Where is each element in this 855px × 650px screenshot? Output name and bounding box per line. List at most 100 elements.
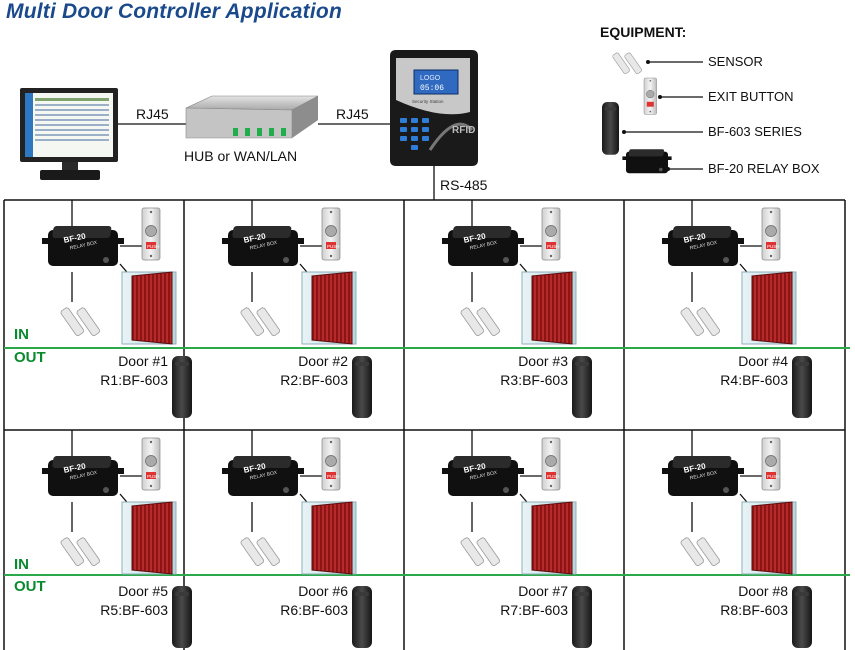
equipment-sensor-label: SENSOR — [708, 54, 763, 69]
relay-box-sublabel: RELAY BOX — [69, 470, 98, 482]
door-icon — [741, 501, 797, 575]
in-label-bottom: IN — [14, 556, 29, 573]
door-reader: R1:BF-603 — [100, 372, 168, 388]
reader-icon — [572, 356, 592, 418]
door-name: Door #8 — [738, 583, 788, 599]
door-reader: R8:BF-603 — [720, 602, 788, 618]
door-icon — [301, 271, 357, 345]
reader-icon — [792, 356, 812, 418]
relay-box-sublabel: RELAY BOX — [689, 470, 718, 482]
equipment-relay-box-label: BF-20 RELAY BOX — [708, 161, 820, 176]
exit-button-icon: PUSH — [761, 207, 781, 261]
reader-icon — [172, 356, 192, 418]
exit-button-label: PUSH — [147, 474, 160, 479]
sensor-icon — [59, 306, 102, 338]
out-label-bottom: OUT — [14, 578, 46, 595]
door-name: Door #2 — [298, 353, 348, 369]
door-name: Door #4 — [738, 353, 788, 369]
page-title: Multi Door Controller Application — [6, 0, 342, 23]
door-label-1: Door #1 R1:BF-603 — [64, 352, 168, 390]
relay-box-sublabel: RELAY BOX — [689, 240, 718, 252]
controller-icon: LOGO 05:06 Security Station RFID — [390, 50, 478, 166]
exit-button-label: PUSH — [547, 474, 560, 479]
exit-button-label: PUSH — [147, 244, 160, 249]
door-label-4: Door #4 R4:BF-603 — [684, 352, 788, 390]
door-icon — [121, 271, 177, 345]
relay-box-sublabel: RELAY BOX — [69, 240, 98, 252]
in-label-top: IN — [14, 326, 29, 343]
door-icon — [301, 501, 357, 575]
exit-button-label: PUSH — [767, 474, 780, 479]
reader-icon — [352, 356, 372, 418]
equipment-exit-button-label: EXIT BUTTON — [708, 89, 794, 104]
door-name: Door #7 — [518, 583, 568, 599]
exit-button-icon — [643, 77, 657, 115]
relay-box-sublabel: RELAY BOX — [249, 240, 278, 252]
equipment-reader-label: BF-603 SERIES — [708, 124, 802, 139]
exit-button-icon: PUSH — [141, 437, 161, 491]
door-icon — [121, 501, 177, 575]
door-icon — [741, 271, 797, 345]
reader-icon — [792, 586, 812, 648]
sensor-icon — [679, 536, 722, 568]
rs485-label: RS-485 — [440, 177, 488, 193]
reader-icon — [572, 586, 592, 648]
controller-brand: Security Station — [412, 99, 444, 104]
rj45-right-label: RJ45 — [336, 106, 369, 122]
relay-box-sublabel: RELAY BOX — [469, 470, 498, 482]
door-reader: R4:BF-603 — [720, 372, 788, 388]
door-name: Door #6 — [298, 583, 348, 599]
sensor-icon — [239, 306, 282, 338]
exit-button-icon: PUSH — [321, 437, 341, 491]
door-name: Door #3 — [518, 353, 568, 369]
hub-icon — [185, 95, 319, 139]
exit-button-label: PUSH — [767, 244, 780, 249]
door-icon — [521, 501, 577, 575]
exit-button-label: PUSH — [547, 244, 560, 249]
exit-button-icon: PUSH — [761, 437, 781, 491]
exit-button-label: PUSH — [327, 474, 340, 479]
sensor-icon — [459, 306, 502, 338]
relay-box-sublabel: RELAY BOX — [469, 240, 498, 252]
exit-button-icon: PUSH — [321, 207, 341, 261]
relay-box-icon — [622, 149, 672, 174]
door-name: Door #1 — [118, 353, 168, 369]
reader-icon — [602, 102, 619, 155]
sensor-icon — [59, 536, 102, 568]
door-icon — [521, 271, 577, 345]
hub-label: HUB or WAN/LAN — [184, 148, 298, 164]
door-reader: R7:BF-603 — [500, 602, 568, 618]
sensor-icon — [459, 536, 502, 568]
exit-button-icon: PUSH — [141, 207, 161, 261]
equipment-legend — [602, 51, 703, 174]
equipment-heading: EQUIPMENT: — [600, 24, 687, 40]
exit-button-icon: PUSH — [541, 437, 561, 491]
exit-button-label: PUSH — [327, 244, 340, 249]
controller-screen-line1: LOGO — [420, 75, 441, 82]
controller-rfid-mark: RFID — [452, 125, 475, 136]
sensor-icon — [239, 536, 282, 568]
reader-icon — [172, 586, 192, 648]
sensor-icon — [679, 306, 722, 338]
rj45-left-label: RJ45 — [136, 106, 169, 122]
door-reader: R5:BF-603 — [100, 602, 168, 618]
sensor-icon — [611, 51, 643, 75]
exit-button-icon: PUSH — [541, 207, 561, 261]
